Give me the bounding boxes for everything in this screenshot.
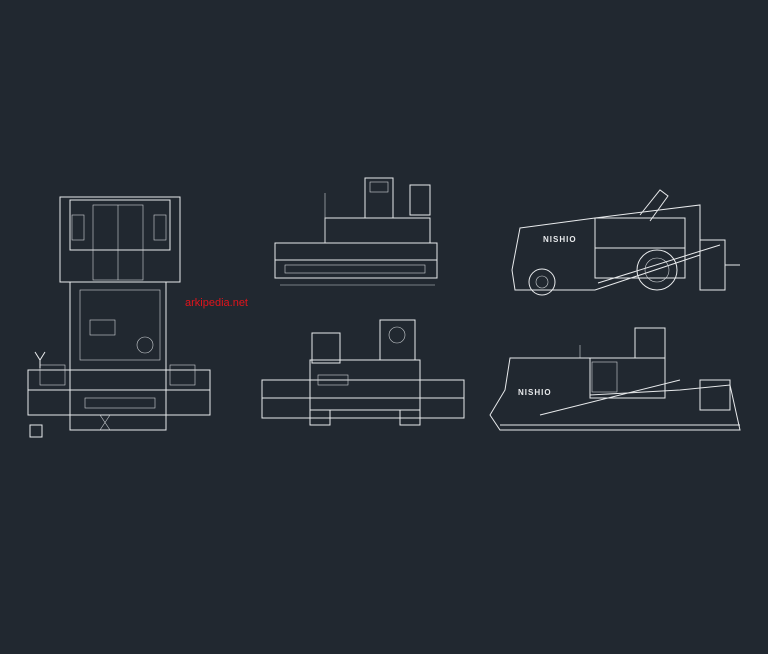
- brand-text-side: NISHIO: [543, 235, 577, 244]
- plan-view: [27, 196, 211, 438]
- brand-text-iso: NISHIO: [518, 388, 552, 397]
- rear-elevation: [261, 319, 465, 426]
- side-view-perspective: NISHIO: [511, 189, 740, 296]
- isometric-view: NISHIO: [489, 327, 741, 431]
- side-elevation: [274, 177, 438, 286]
- watermark-text: arkipedia.net: [185, 297, 248, 309]
